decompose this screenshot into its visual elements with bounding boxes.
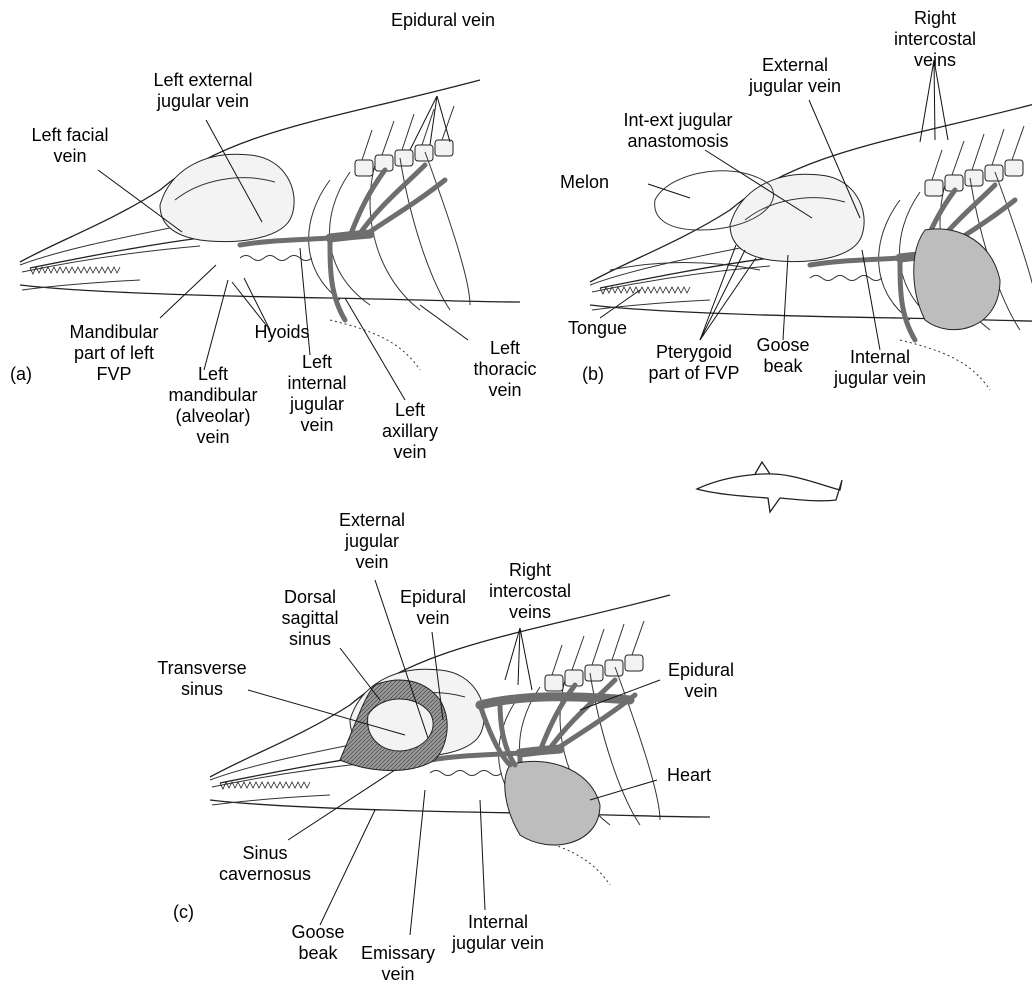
panel-b-tag: (b): [582, 364, 604, 385]
label-tongue: Tongue: [568, 318, 627, 339]
label-pterygoid-fvp: Pterygoid part of FVP: [648, 342, 739, 384]
label-external-jugular-vein-c: External jugular vein: [339, 510, 405, 573]
label-transverse-sinus: Transverse sinus: [157, 658, 246, 700]
label-mandibular-part-fvp: Mandibular part of left FVP: [69, 322, 158, 385]
label-heart: Heart: [667, 765, 711, 786]
label-external-jugular-vein-b: External jugular vein: [749, 55, 841, 97]
label-right-intercostal-veins-b: Right intercostal veins: [894, 8, 976, 71]
label-goose-beak-b: Goose beak: [756, 335, 809, 377]
dolphin-silhouette-icon: [697, 462, 842, 512]
label-goose-beak-c: Goose beak: [291, 922, 344, 964]
label-int-ext-anastomosis: Int-ext jugular anastomosis: [623, 110, 732, 152]
label-epidural-vein-a: Epidural vein: [391, 10, 495, 31]
label-melon: Melon: [560, 172, 609, 193]
label-left-thoracic-vein: Left thoracic vein: [473, 338, 536, 401]
label-left-mandibular-vein: Left mandibular (alveolar) vein: [168, 364, 257, 448]
label-left-axillary-vein: Left axillary vein: [382, 400, 438, 463]
panel-a-tag: (a): [10, 364, 32, 385]
label-hyoids: Hyoids: [254, 322, 309, 343]
label-left-facial-vein: Left facial vein: [31, 125, 108, 167]
label-left-external-jugular-vein: Left external jugular vein: [153, 70, 252, 112]
label-epidural-vein-c-upper: Epidural vein: [400, 587, 466, 629]
label-right-intercostal-veins-c: Right intercostal veins: [489, 560, 571, 623]
label-sinus-cavernosus: Sinus cavernosus: [219, 843, 311, 885]
panel-c-tag: (c): [173, 902, 194, 923]
label-internal-jugular-vein-b: Internal jugular vein: [834, 347, 926, 389]
label-dorsal-sagittal-sinus: Dorsal sagittal sinus: [281, 587, 338, 650]
label-emissary-vein: Emissary vein: [361, 943, 435, 985]
label-left-internal-jugular-vein: Left internal jugular vein: [287, 352, 346, 436]
label-internal-jugular-vein-c: Internal jugular vein: [452, 912, 544, 954]
label-epidural-vein-c-right: Epidural vein: [668, 660, 734, 702]
